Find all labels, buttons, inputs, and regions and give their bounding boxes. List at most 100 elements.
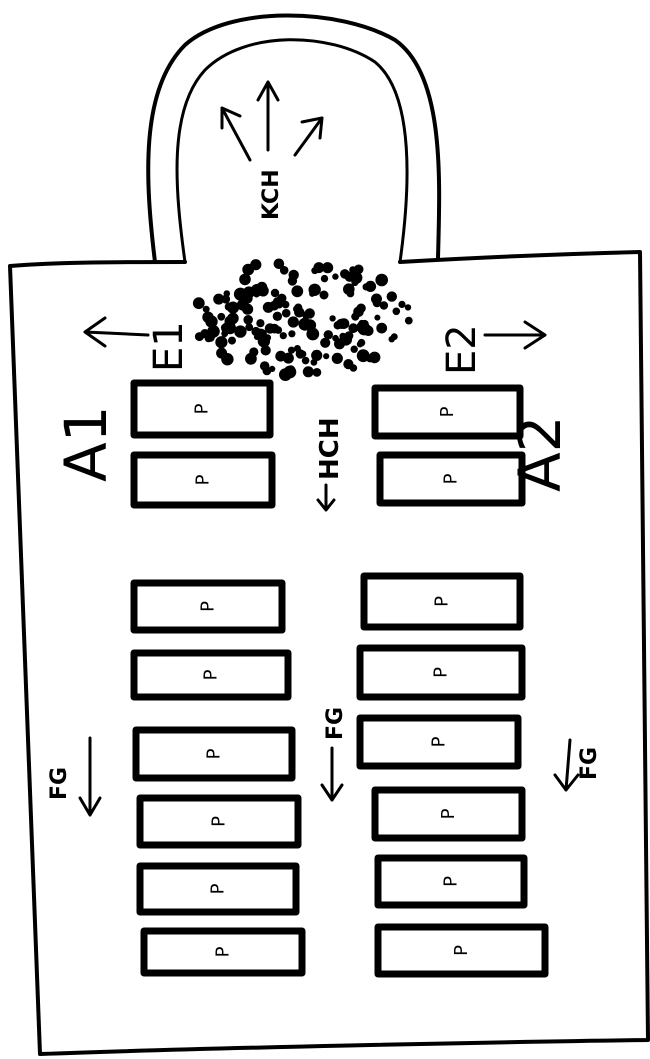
arrow-up-right: [293, 116, 324, 157]
particle: [392, 307, 401, 316]
particle: [350, 345, 358, 353]
kch-label: KCH: [259, 169, 284, 220]
particle: [227, 313, 239, 325]
plate-rect: [371, 786, 526, 842]
plate-label: P: [441, 876, 462, 887]
particle: [320, 337, 331, 348]
plate-label: P: [208, 883, 229, 894]
top-lobe-outer: [146, 13, 442, 264]
particle: [228, 336, 236, 345]
particle: [404, 316, 413, 325]
plate-label: P: [429, 736, 450, 747]
particle: [323, 330, 333, 340]
particle: [287, 276, 298, 286]
plate-right-4: P: [356, 644, 526, 701]
plate-right-8: P: [374, 923, 549, 978]
particle: [202, 311, 214, 323]
plate-left-6: P: [136, 794, 302, 849]
plate-left-4: P: [130, 649, 292, 701]
particle: [234, 325, 247, 338]
particle: [311, 267, 319, 275]
plates-right-column: P P P P P P P P: [356, 384, 549, 978]
particle: [273, 258, 285, 270]
particle: [287, 346, 296, 354]
particle: [353, 264, 364, 275]
particle: [320, 274, 329, 283]
plate-right-5: P: [356, 714, 522, 770]
plate-label: P: [193, 474, 214, 485]
plate-label: P: [438, 808, 459, 819]
particle: [368, 351, 381, 364]
particle: [374, 314, 381, 321]
fg-mid-arrow: [320, 746, 344, 802]
plate-left-5: P: [132, 726, 296, 782]
particle: [217, 338, 224, 346]
particle: [269, 300, 280, 311]
particle: [279, 266, 289, 275]
particle: [239, 273, 251, 286]
particle: [343, 283, 355, 296]
plate-label: P: [204, 748, 225, 759]
particle: [332, 273, 339, 280]
particle: [334, 338, 345, 350]
particle: [245, 352, 257, 365]
top-lobe-inner: [175, 38, 409, 264]
particle: [294, 307, 305, 318]
arrow-up: [256, 80, 280, 152]
particle: [272, 311, 283, 321]
a1-label: A1: [52, 405, 120, 482]
particle: [304, 308, 315, 319]
particle: [260, 345, 271, 356]
particle: [322, 262, 334, 274]
plate-rect: [374, 923, 549, 978]
particle: [287, 316, 299, 328]
plate-right-2: P: [376, 451, 526, 507]
fg-left-arrow: [78, 736, 102, 817]
particle: [224, 302, 234, 311]
particle: [348, 323, 359, 334]
particle: [213, 293, 225, 305]
plate-rect: [140, 927, 306, 977]
particle: [371, 293, 382, 305]
particle: [302, 366, 314, 378]
plate-right-1: P: [371, 384, 524, 440]
particle: [242, 303, 254, 315]
plate-right-3: P: [360, 572, 524, 631]
particle: [299, 350, 307, 358]
plate-label: P: [431, 667, 452, 678]
plate-left-7: P: [136, 862, 300, 916]
particle: [270, 288, 280, 298]
particle: [217, 312, 226, 321]
plate-label: P: [201, 669, 222, 680]
particle: [216, 347, 228, 359]
hch-arrow: [316, 483, 336, 512]
fg-right-arrow: [553, 738, 580, 792]
plate-label: P: [209, 816, 230, 827]
particle: [343, 359, 354, 370]
particle: [256, 319, 265, 328]
particle: [353, 306, 364, 318]
particle: [245, 323, 254, 332]
plate-label: P: [451, 945, 472, 956]
plate-rect: [130, 379, 274, 439]
plate-label: P: [437, 406, 458, 417]
particle: [356, 341, 364, 348]
arrow-up-left: [220, 106, 252, 162]
particle: [390, 333, 398, 341]
particle: [404, 304, 412, 311]
particle: [386, 291, 397, 302]
particle: [311, 349, 323, 361]
particle: [375, 273, 389, 287]
plate-label: P: [441, 473, 462, 484]
particle: [204, 334, 213, 343]
plate-rect: [136, 862, 300, 916]
particle: [344, 271, 355, 282]
particle: [310, 358, 318, 366]
particle: [259, 361, 270, 371]
plate-rect: [136, 794, 302, 849]
plate-label: P: [192, 403, 213, 414]
hch-label: HCH: [315, 417, 345, 480]
particle: [331, 352, 343, 364]
particle: [329, 315, 336, 322]
